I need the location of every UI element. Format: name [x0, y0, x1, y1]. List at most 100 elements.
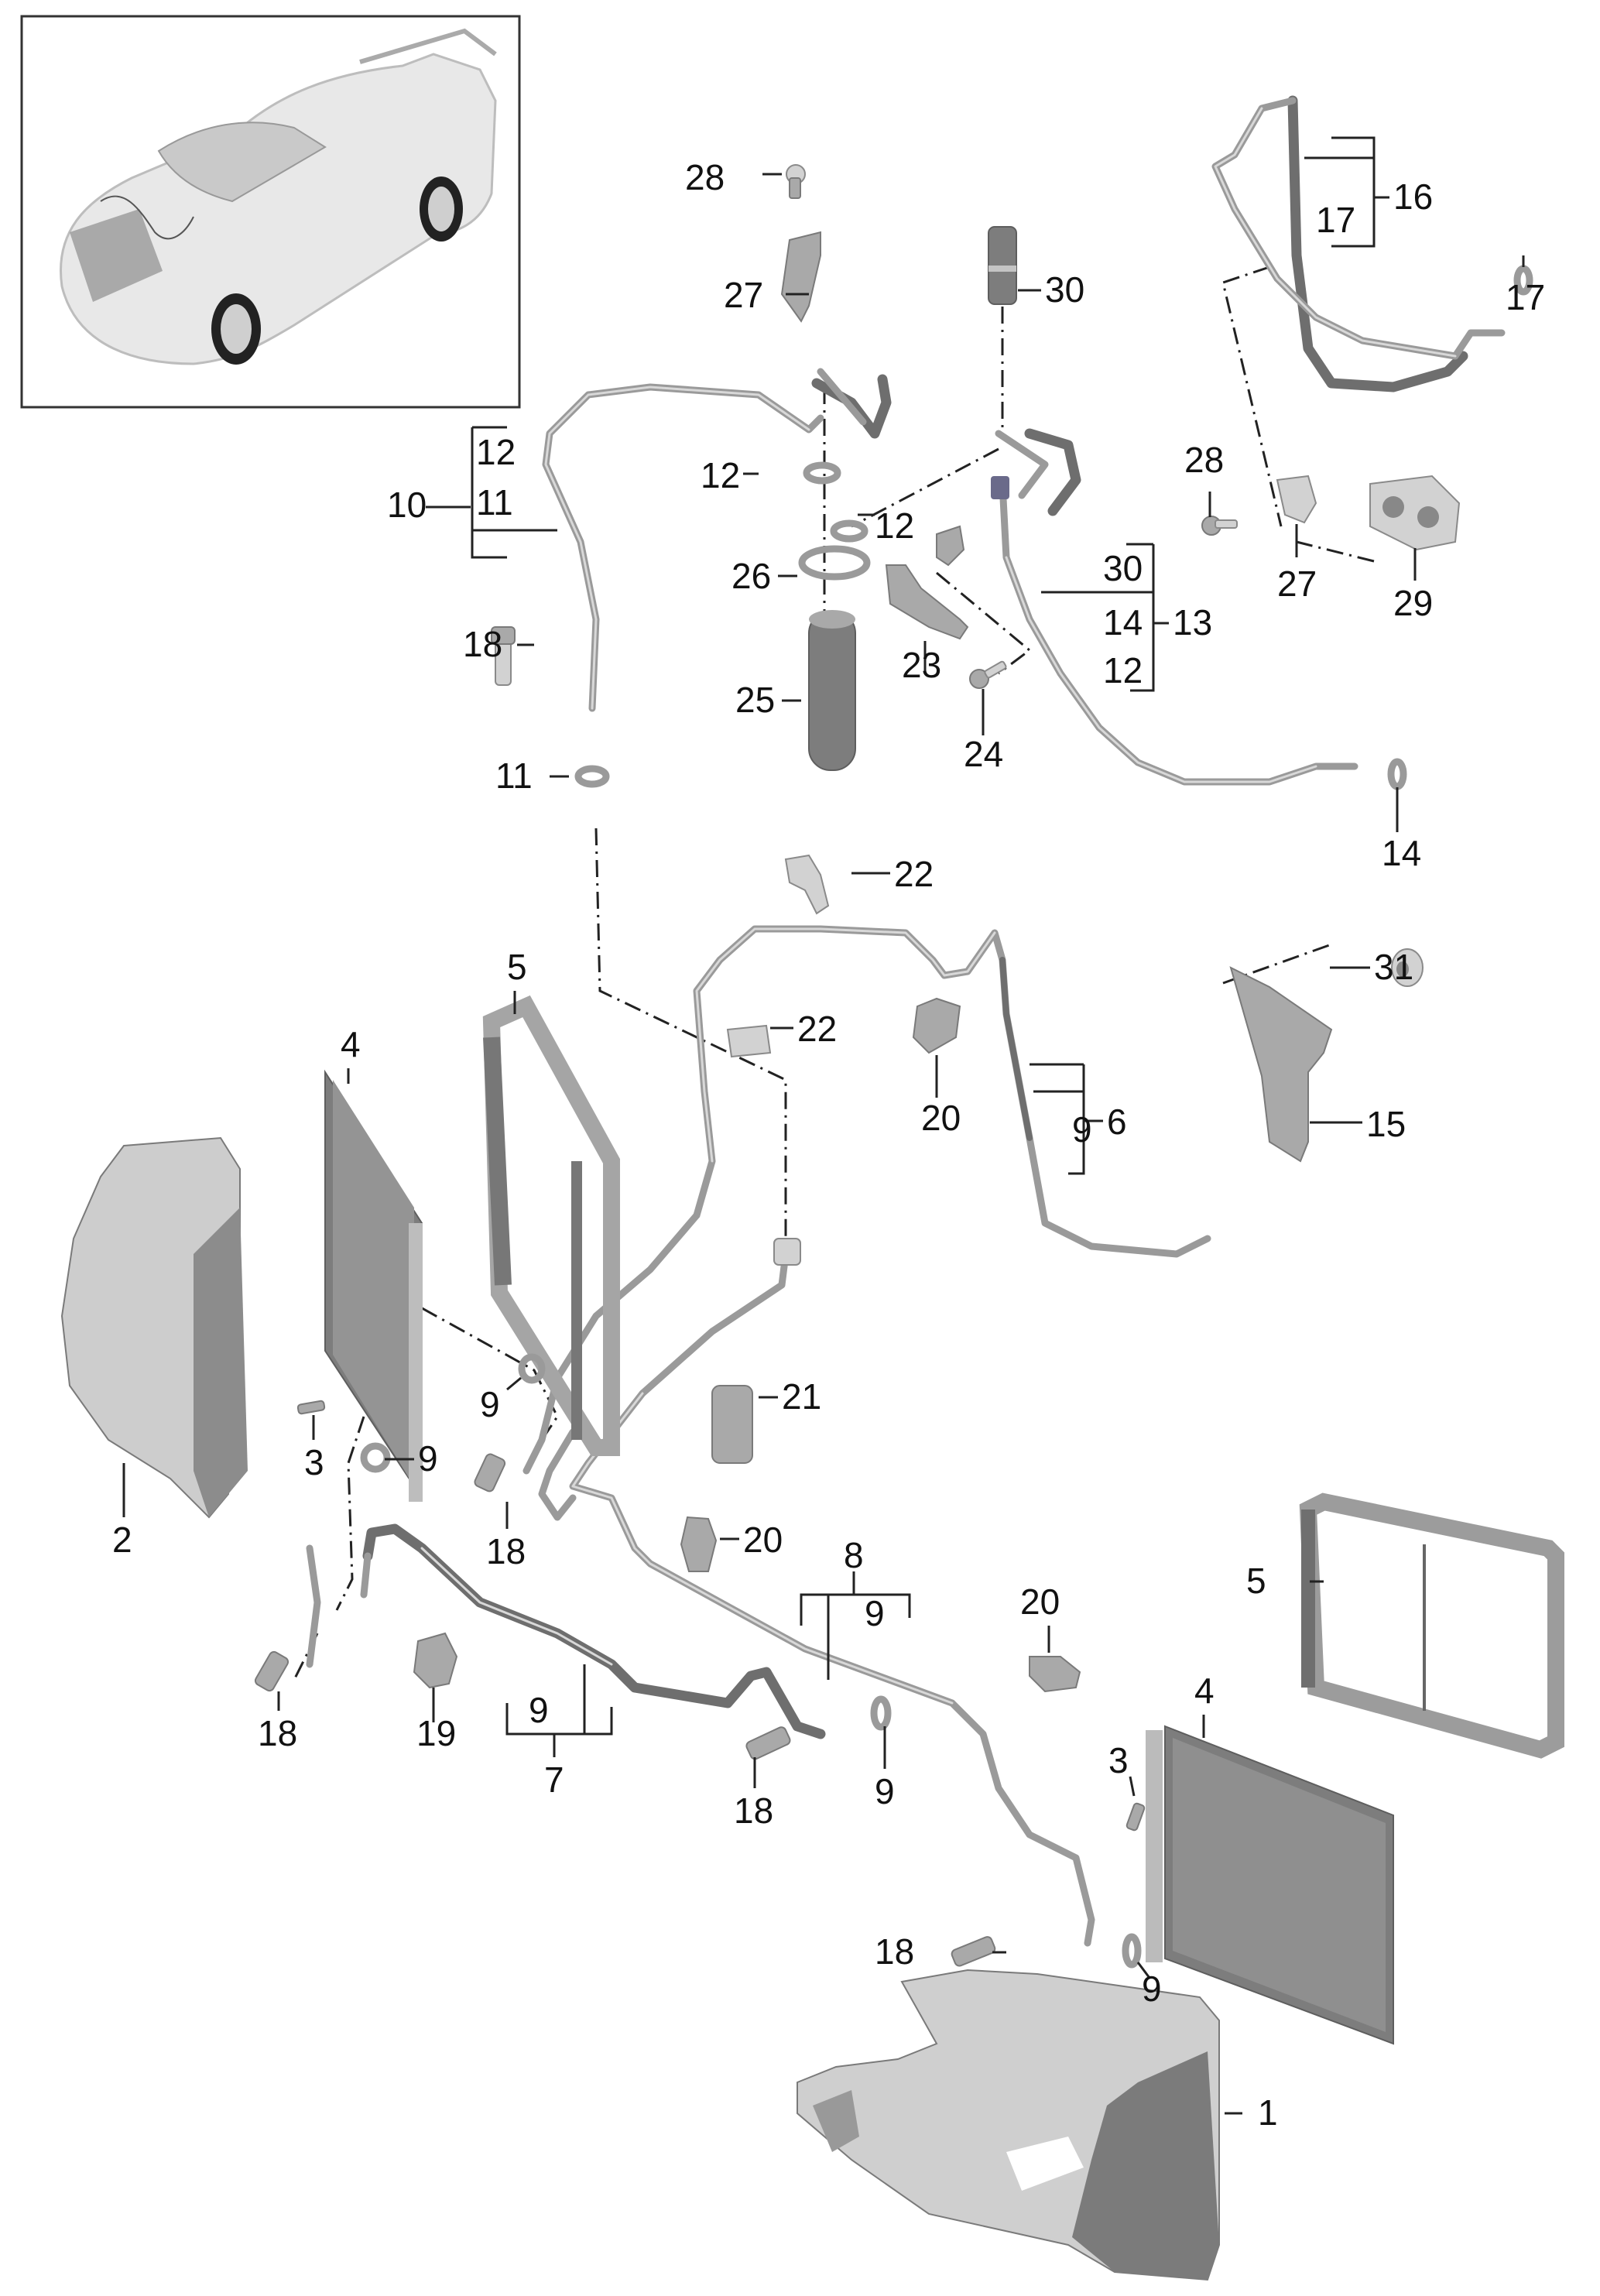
callout-5-a[interactable]: 5	[507, 947, 527, 987]
callout-10-sub-11[interactable]: 11	[476, 482, 513, 523]
part-11-o-ring[interactable]	[574, 765, 610, 788]
callout-22-a[interactable]: 22	[894, 854, 934, 894]
vehicle-thumbnail	[20, 15, 521, 409]
part-14-o-ring[interactable]	[1387, 758, 1407, 790]
callout-27-b[interactable]: 27	[1277, 564, 1317, 604]
callout-14[interactable]: 14	[1382, 833, 1421, 873]
callout-30[interactable]: 30	[1045, 269, 1084, 310]
callout-9-d[interactable]: 9	[1142, 1969, 1162, 2009]
callout-3-a[interactable]: 3	[304, 1442, 324, 1482]
callout-28-b[interactable]: 28	[1184, 440, 1224, 480]
part-22-clip-a[interactable]	[784, 854, 830, 915]
callout-20-a[interactable]: 20	[921, 1098, 961, 1138]
callout-7-sub-9[interactable]: 9	[529, 1690, 549, 1730]
callout-18-d[interactable]: 18	[734, 1791, 773, 1831]
part-25-receiver-dryer[interactable]	[808, 610, 856, 771]
part-5-shroud-frame-right[interactable]	[1299, 1492, 1564, 1759]
leader-lines	[122, 136, 1525, 2115]
callout-23[interactable]: 23	[902, 645, 941, 685]
callout-7[interactable]: 7	[544, 1760, 564, 1800]
part-18-bolt-d[interactable]	[745, 1725, 791, 1760]
callout-20-b[interactable]: 20	[743, 1520, 783, 1560]
callout-19[interactable]: 19	[416, 1713, 456, 1753]
part-17-o-ring[interactable]	[1513, 265, 1533, 296]
callout-9-b[interactable]: 9	[418, 1438, 438, 1479]
callout-2[interactable]: 2	[112, 1520, 132, 1560]
callout-21[interactable]: 21	[782, 1376, 821, 1417]
part-29-holder[interactable]	[1369, 475, 1461, 551]
part-20-clip-a[interactable]	[912, 997, 961, 1054]
callout-22-b[interactable]: 22	[797, 1009, 837, 1049]
callout-12-a[interactable]: 12	[701, 455, 740, 495]
callout-26[interactable]: 26	[731, 556, 771, 596]
part-9-o-ring-c[interactable]	[870, 1695, 892, 1731]
callout-13-sub-12[interactable]: 12	[1103, 650, 1143, 691]
part-3-screw-b[interactable]	[1125, 1802, 1146, 1832]
part-24-bolt[interactable]	[969, 660, 1007, 689]
callout-31[interactable]: 31	[1374, 947, 1413, 987]
part-26-clamp[interactable]	[798, 545, 871, 581]
callout-17[interactable]: 17	[1506, 277, 1545, 317]
callout-13-sub-30[interactable]: 30	[1103, 548, 1143, 588]
part-30-pressure-switch[interactable]	[988, 226, 1017, 305]
callout-18-a[interactable]: 18	[463, 624, 502, 664]
part-20-clip-b[interactable]	[680, 1516, 718, 1572]
callout-9-c[interactable]: 9	[875, 1771, 895, 1811]
callout-8-sub-9[interactable]: 9	[865, 1593, 885, 1633]
part-9-o-ring-a[interactable]	[518, 1353, 546, 1384]
part-15-heat-shield[interactable]	[1229, 966, 1333, 1163]
callout-25[interactable]: 25	[735, 680, 775, 720]
callout-8[interactable]: 8	[844, 1535, 864, 1575]
callout-15[interactable]: 15	[1366, 1104, 1406, 1144]
callout-18-c[interactable]: 18	[258, 1713, 297, 1753]
part-18-bolt-a[interactable]	[491, 626, 516, 686]
part-1-air-duct[interactable]	[797, 1969, 1220, 2281]
part-4-condenser-left[interactable]	[324, 1069, 423, 1502]
part-18-bolt-c[interactable]	[254, 1650, 290, 1693]
callout-4-a[interactable]: 4	[341, 1024, 361, 1064]
part-31-grommet[interactable]	[1391, 948, 1424, 987]
part-5-shroud-frame-left[interactable]	[482, 995, 620, 1456]
part-9-o-ring-b[interactable]	[360, 1442, 391, 1473]
part-19-valve[interactable]	[413, 1632, 458, 1689]
callout-20-c[interactable]: 20	[1020, 1581, 1060, 1622]
callout-16[interactable]: 16	[1393, 176, 1433, 217]
callout-10[interactable]: 10	[387, 485, 427, 525]
callout-6-sub-9[interactable]: 9	[1072, 1109, 1092, 1150]
part-18-bolt-e[interactable]	[951, 1935, 996, 1967]
callout-29[interactable]: 29	[1393, 583, 1433, 623]
part-12-o-ring-b[interactable]	[830, 519, 869, 543]
part-27-holder-a[interactable]	[780, 231, 821, 323]
callout-3-b[interactable]: 3	[1108, 1740, 1129, 1780]
part-2-air-duct[interactable]	[60, 1136, 248, 1519]
callout-13[interactable]: 13	[1173, 602, 1212, 643]
part-27-holder-b[interactable]	[1276, 475, 1317, 524]
part-18-bolt-b[interactable]	[473, 1453, 506, 1493]
callout-24[interactable]: 24	[964, 734, 1003, 774]
callout-6[interactable]: 6	[1107, 1102, 1127, 1142]
part-23-bracket[interactable]	[885, 525, 969, 640]
callout-12-b[interactable]: 12	[875, 505, 914, 546]
callout-16-sub-17[interactable]: 17	[1316, 200, 1355, 240]
part-12-o-ring-a[interactable]	[803, 461, 841, 485]
callout-5-b[interactable]: 5	[1246, 1561, 1266, 1601]
part-20-clip-c[interactable]	[1029, 1656, 1081, 1693]
callout-18-b[interactable]: 18	[486, 1531, 526, 1571]
part-9-o-ring-d[interactable]	[1122, 1933, 1142, 1969]
callout-28[interactable]: 28	[685, 157, 725, 197]
callout-10-sub-12[interactable]: 12	[476, 432, 516, 472]
callout-27[interactable]: 27	[724, 275, 763, 315]
callout-13-sub-14[interactable]: 14	[1103, 602, 1143, 643]
callout-9-a[interactable]: 9	[480, 1384, 500, 1424]
part-4-condenser-right[interactable]	[1146, 1725, 1394, 2045]
part-3-screw-a[interactable]	[296, 1400, 326, 1415]
car-icon	[60, 28, 497, 365]
part-22-clip-b[interactable]	[726, 1024, 772, 1058]
callout-1[interactable]: 1	[1258, 2092, 1278, 2133]
callout-4-b[interactable]: 4	[1194, 1671, 1215, 1711]
callout-11[interactable]: 11	[495, 756, 533, 796]
part-28-clip-a[interactable]	[786, 164, 806, 199]
part-21-valve-block[interactable]	[711, 1385, 753, 1464]
part-28-clip-b[interactable]	[1201, 516, 1238, 536]
callout-18-e[interactable]: 18	[875, 1931, 914, 1972]
